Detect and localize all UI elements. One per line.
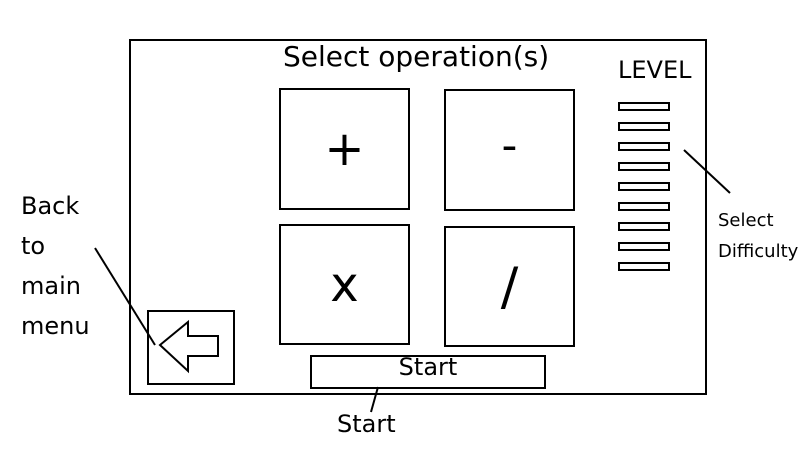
start-annotation-line [370,386,379,413]
difficulty-level-bar[interactable] [618,102,670,111]
back-arrow-icon [158,319,219,374]
subtract-operation-symbol: - [501,120,518,171]
difficulty-level-bar[interactable] [618,242,670,251]
multiply-operation-button[interactable]: x [279,224,410,345]
level-title: LEVEL [618,56,692,84]
difficulty-level-bar[interactable] [618,222,670,231]
start-annotation: Start [337,410,396,438]
divide-operation-button[interactable]: / [444,226,575,347]
difficulty-annotation-line [683,149,731,194]
add-operation-symbol: + [324,121,365,177]
difficulty-level-selector [618,102,674,282]
divide-operation-symbol: / [500,256,519,317]
difficulty-level-bar[interactable] [618,142,670,151]
back-annotation-line [94,247,156,346]
back-annotation: Back to main menu [21,192,90,340]
add-operation-button[interactable]: + [279,88,410,210]
difficulty-level-bar[interactable] [618,162,670,171]
page-title: Select operation(s) [283,40,550,73]
back-button[interactable] [147,310,235,385]
screen-frame [129,39,707,395]
difficulty-level-bar[interactable] [618,122,670,131]
difficulty-annotation: Select Difficulty [718,210,799,262]
difficulty-level-bar[interactable] [618,182,670,191]
multiply-operation-symbol: x [330,256,359,313]
start-button[interactable]: Start [310,353,546,389]
start-button-label: Start [398,353,458,381]
subtract-operation-button[interactable]: - [444,89,575,211]
difficulty-level-bar[interactable] [618,202,670,211]
difficulty-level-bar[interactable] [618,262,670,271]
